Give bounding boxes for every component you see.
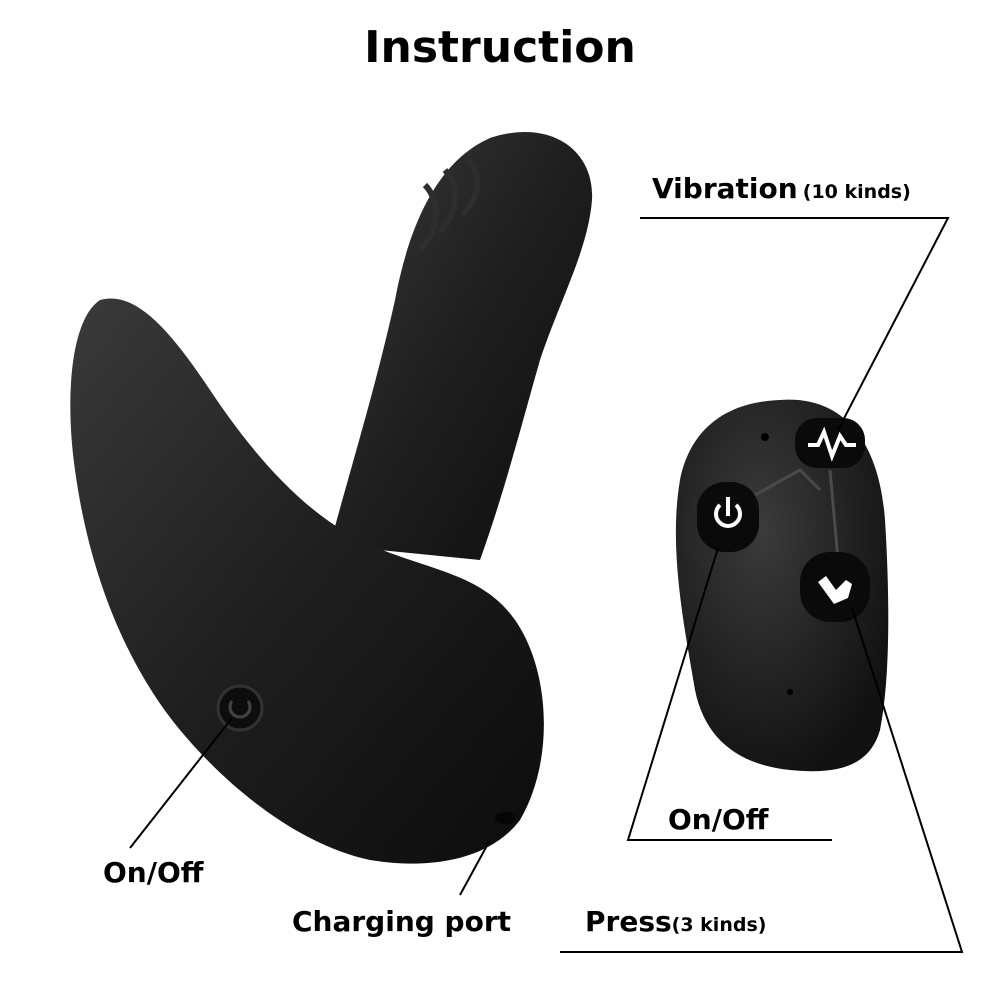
leader-charging-port: [459, 839, 491, 896]
remote-circuit-lines: [754, 468, 840, 561]
leader-lines: [129, 217, 964, 953]
power-icon: [714, 503, 742, 528]
press-detail: (3 kinds): [671, 914, 767, 936]
wave-icon: [808, 426, 856, 462]
leader-vibration: [640, 217, 950, 431]
remote-led-bottom: [787, 689, 793, 695]
power-icon: [228, 700, 252, 719]
remote-led-top: [761, 433, 769, 441]
remote-control: [675, 399, 889, 772]
device-upper-arm: [330, 131, 593, 561]
hand-icon: [818, 576, 852, 604]
vibration-text: Vibration: [652, 172, 798, 205]
press-text: Press: [585, 905, 672, 938]
press-button: [800, 552, 870, 622]
device-power-button: [216, 684, 264, 732]
device-lower-arm: [70, 298, 544, 864]
leader-device-onoff: [129, 717, 233, 849]
charging-port-label: Charging port: [292, 905, 512, 938]
leader-press: [560, 607, 964, 953]
page-title: Instruction: [364, 22, 636, 73]
device-ridges: [417, 158, 481, 253]
device-product: [70, 131, 593, 864]
vibration-label: Vibration (10 kinds): [652, 172, 911, 205]
remote-onoff-label: On/Off: [668, 803, 769, 836]
press-label: Press(3 kinds): [585, 905, 766, 938]
vibration-detail: (10 kinds): [802, 181, 911, 203]
vibration-button: [795, 418, 865, 468]
power-button: [697, 482, 759, 552]
leader-remote-onoff: [626, 547, 832, 841]
device-onoff-label: On/Off: [103, 856, 204, 889]
charging-port-hole: [495, 812, 515, 824]
